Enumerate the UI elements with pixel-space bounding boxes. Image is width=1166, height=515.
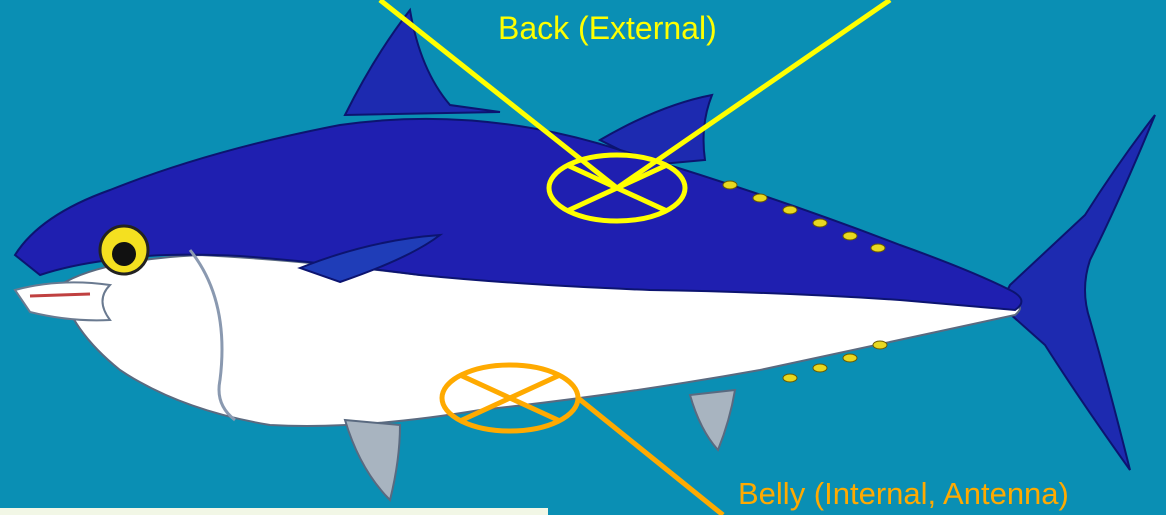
eye-pupil xyxy=(112,242,136,266)
anal-fin xyxy=(690,390,735,450)
bottom-strip xyxy=(0,508,548,515)
fish-lip xyxy=(30,294,90,296)
back-external-label: Back (External) xyxy=(498,10,717,47)
tail-fin xyxy=(1000,115,1155,470)
fish-mouth xyxy=(15,282,110,320)
first-dorsal-fin xyxy=(345,10,500,115)
belly-internal-label: Belly (Internal, Antenna) xyxy=(738,476,1069,512)
pelvic-fin xyxy=(345,420,400,500)
